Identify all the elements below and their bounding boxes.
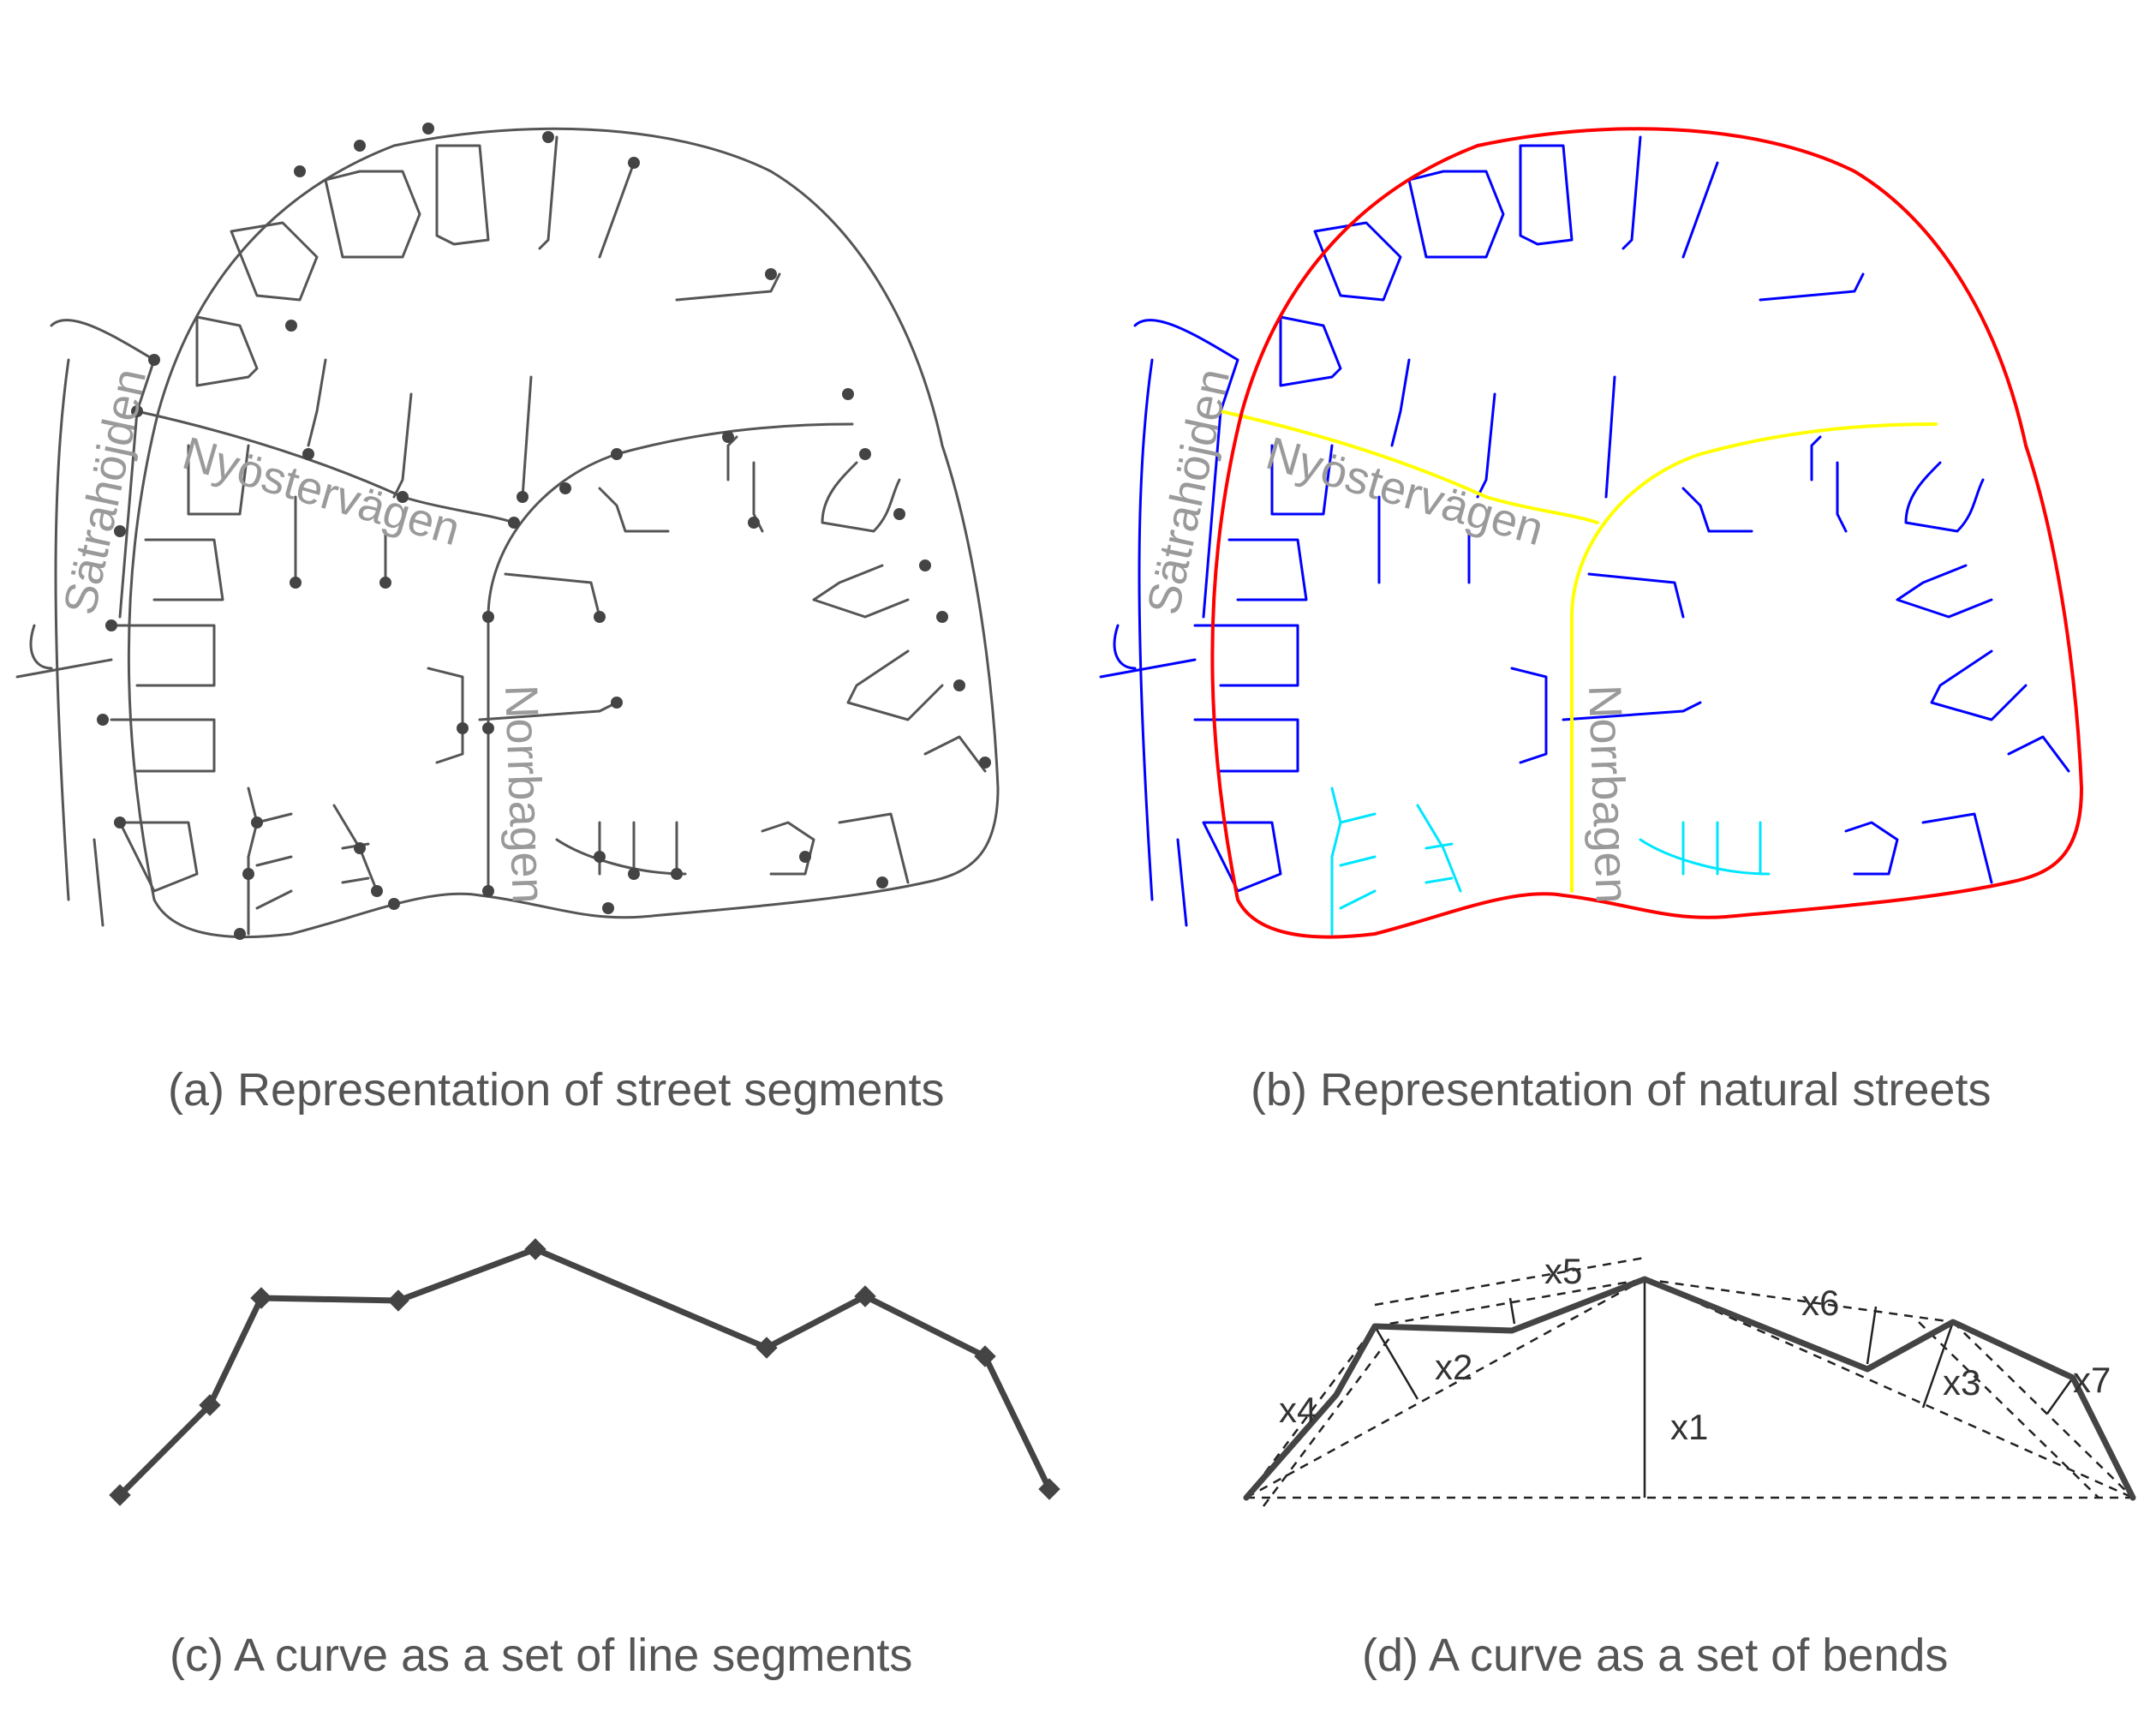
panel-a-street-segments: Sätrahöjden Nyöstervägen Norrbagen (15, 123, 1000, 940)
bend-curve (1243, 1276, 2136, 1501)
bend-label-x7: x7 (2073, 1360, 2111, 1400)
bend-heights (1373, 1279, 2075, 1498)
caption-a: (a) Representation of street segments (168, 1064, 944, 1116)
panel-c-curve-segments (109, 1238, 1060, 1506)
street-name-norrbagen: Norrbagen (495, 684, 554, 904)
bend-label-x1: x1 (1670, 1407, 1708, 1447)
street-name-nyoster-b: Nyöstervägen (1261, 428, 1550, 556)
bend-label-x4: x4 (1279, 1390, 1317, 1430)
bend-label-x3: x3 (1943, 1362, 1980, 1403)
segment-nodes (97, 123, 991, 940)
panel-b-natural-streets: Sätrahöjden Nyöstervägen Norrbagen (1099, 127, 2083, 939)
curve-polyline (116, 1246, 1053, 1499)
street-name-norrbagen-b: Norrbagen (1579, 684, 1638, 904)
short-streets (1330, 787, 1771, 936)
bend-label-x6: x6 (1801, 1283, 1839, 1323)
caption-d: (d) A curve as a set of bends (1362, 1630, 1948, 1681)
caption-b: (b) Representation of natural streets (1251, 1064, 1991, 1116)
caption-c: (c) A curve as a set of line segments (170, 1630, 912, 1681)
bend-label-x5: x5 (1544, 1251, 1582, 1291)
curve-vertices (109, 1238, 1060, 1506)
outer-ring-street (1210, 127, 2083, 939)
panel-d-curve-bends: x1 x2 x3 x4 x5 x6 x7 (1243, 1251, 2136, 1507)
street-name-nyoster: Nyöstervägen (177, 428, 466, 556)
bend-label-x2: x2 (1435, 1347, 1472, 1387)
